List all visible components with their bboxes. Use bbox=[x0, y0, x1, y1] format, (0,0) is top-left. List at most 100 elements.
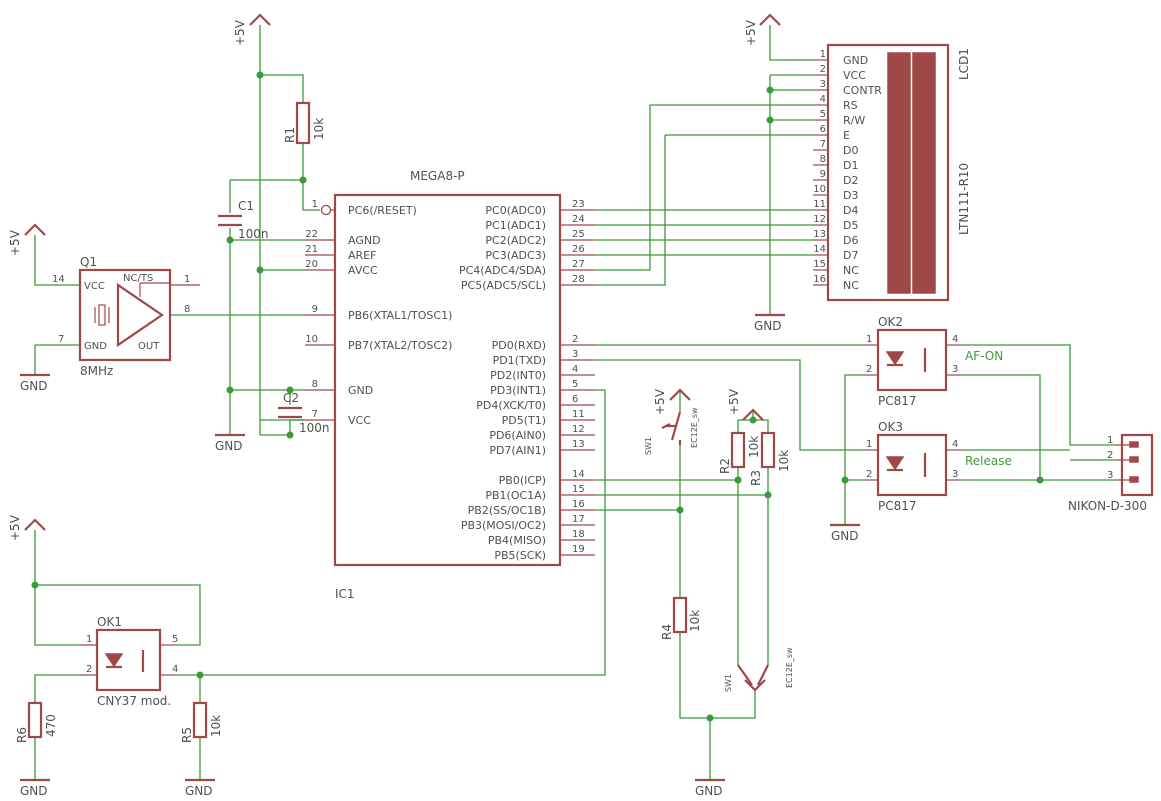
ic1-right-pins: 23PC0(ADC0)24PC1(ADC1)25PC2(ADC2)26PC3(A… bbox=[459, 199, 595, 562]
lcd-pin-name: VCC bbox=[843, 69, 866, 82]
ic1-pin-name: VCC bbox=[348, 414, 371, 427]
ic1-pin-number: 13 bbox=[572, 439, 585, 450]
q1-pin-vcc: VCC bbox=[84, 281, 105, 292]
nikon-connector: 1 2 3 NIKON-D-300 bbox=[1068, 433, 1154, 513]
lcd-pin-name: D6 bbox=[843, 234, 858, 247]
ok3-value: PC817 bbox=[878, 499, 917, 513]
gnd-label: GND bbox=[695, 784, 723, 798]
ic1-pin-number: 20 bbox=[305, 259, 318, 270]
ok3-pin: 3 bbox=[952, 469, 958, 480]
gnd-label: GND bbox=[20, 784, 48, 798]
r1-value: 10k bbox=[312, 118, 326, 140]
lcd-segment-bar bbox=[912, 52, 936, 294]
lcd-pin-name: E bbox=[843, 129, 850, 142]
ok2-pin: 1 bbox=[866, 334, 872, 345]
ok2-value: PC817 bbox=[878, 394, 917, 408]
ic1-pin-name: AGND bbox=[348, 234, 381, 247]
ic1-pin-number: 3 bbox=[572, 349, 578, 360]
lcd-pin-number: 2 bbox=[820, 64, 826, 75]
sw-b-name: SW1 bbox=[724, 674, 733, 692]
r2-name: R2 bbox=[718, 458, 732, 474]
lcd-pin-number: 16 bbox=[813, 274, 826, 285]
q1-pin-num: 14 bbox=[52, 274, 65, 285]
ic1-pin-name: PB1(OC1A) bbox=[485, 489, 546, 502]
ok2-pin: 3 bbox=[952, 364, 958, 375]
q1-value: 8MHz bbox=[80, 364, 113, 378]
ic1-pin-number: 5 bbox=[572, 379, 578, 390]
q1-pin-out: OUT bbox=[138, 341, 160, 352]
ic1-pin-name: PD7(AIN1) bbox=[489, 444, 546, 457]
c2-value: 100n bbox=[299, 421, 330, 435]
ic1-pin-number: 4 bbox=[572, 364, 578, 375]
ic1-pin-name: PB5(SCK) bbox=[494, 549, 546, 562]
plus5v-label: +5V bbox=[233, 19, 247, 46]
r5-name: R5 bbox=[180, 727, 194, 743]
ic1-pin-number: 2 bbox=[572, 334, 578, 345]
q1-pin-num: 8 bbox=[184, 304, 190, 315]
plus5v-label: +5V bbox=[8, 514, 22, 541]
lcd-pin-name: D0 bbox=[843, 144, 858, 157]
ic1-pin-name: PB0(ICP) bbox=[499, 474, 546, 487]
lcd-pin-number: 12 bbox=[813, 214, 826, 225]
ic1-pin-name: PB3(MOSI/OC2) bbox=[461, 519, 546, 532]
ok3-optocoupler: 1 2 4 3 OK3 PC817 Release bbox=[863, 420, 1012, 513]
r2-body bbox=[730, 431, 746, 469]
r3-name: R3 bbox=[749, 470, 763, 486]
resistors: R1 10k R2 10k R3 10k R4 10k R5 10k R6 47… bbox=[15, 101, 791, 743]
q1-pin-gnd: GND bbox=[84, 341, 107, 352]
ic1-pin-name: AVCC bbox=[348, 264, 378, 277]
nikon-pin: 3 bbox=[1107, 470, 1113, 481]
ic1-pin-name: PC0(ADC0) bbox=[485, 204, 546, 217]
r5-value: 10k bbox=[209, 715, 223, 737]
junctions bbox=[31, 71, 1044, 722]
ok3-name: OK3 bbox=[878, 420, 903, 434]
ok2-optocoupler: 1 2 4 3 OK2 PC817 AF-ON bbox=[863, 315, 1003, 408]
r4-name: R4 bbox=[660, 624, 674, 640]
ic1-pin-name: PD1(TXD) bbox=[493, 354, 546, 367]
c1-name: C1 bbox=[238, 199, 254, 213]
ic1-pin-number: 12 bbox=[572, 424, 585, 435]
ic1-pin-number: 17 bbox=[572, 514, 585, 525]
gnd-label: GND bbox=[754, 319, 782, 333]
ok1-name: OK1 bbox=[97, 615, 122, 629]
ic1-pin-name: PD2(INT0) bbox=[490, 369, 546, 382]
lcd-pin-name: D5 bbox=[843, 219, 858, 232]
lcd-pin-name: D4 bbox=[843, 204, 858, 217]
ic1-pin-number: 1 bbox=[312, 199, 318, 210]
gnd-label: GND bbox=[185, 784, 213, 798]
ic1-pin-number: 27 bbox=[572, 259, 585, 270]
ic1-pin-number: 9 bbox=[312, 304, 318, 315]
ic1-pin-name: PB4(MISO) bbox=[488, 534, 546, 547]
ok1-pin: 5 bbox=[172, 634, 178, 645]
ic1-pin-name: PD4(XCK/T0) bbox=[476, 399, 546, 412]
net-af-on: AF-ON bbox=[965, 349, 1003, 363]
ok1-pin: 2 bbox=[86, 664, 92, 675]
ic1-pin-number: 10 bbox=[305, 334, 318, 345]
lcd-segment-bar bbox=[887, 52, 911, 294]
net-release: Release bbox=[965, 454, 1012, 468]
ic1-pin-name: PC6(/RESET) bbox=[348, 204, 417, 217]
q1-pin-num: 7 bbox=[58, 334, 64, 345]
ic1-pin-name: PD3(INT1) bbox=[490, 384, 546, 397]
r4-value: 10k bbox=[688, 610, 702, 632]
sw-b-value: EC12E_sw bbox=[785, 647, 794, 688]
r5-body bbox=[192, 701, 208, 739]
ic1-pin-name: PD6(AIN0) bbox=[489, 429, 546, 442]
q1-pin-ncts: NC/TS bbox=[123, 273, 153, 284]
ok3-pin: 1 bbox=[866, 439, 872, 450]
plus5v-label: +5V bbox=[744, 19, 758, 46]
gnd-label: GND bbox=[215, 439, 243, 453]
ic1-name: IC1 bbox=[335, 587, 355, 601]
lcd-pin-number: 15 bbox=[813, 259, 826, 270]
nikon-pin: 2 bbox=[1107, 450, 1113, 461]
plus5v-label: +5V bbox=[727, 388, 741, 415]
lcd-pin-name: D1 bbox=[843, 159, 858, 172]
ok1-optocoupler: 1 2 5 4 OK1 CNY37 mod. bbox=[80, 615, 178, 708]
ic1-pin-number: 15 bbox=[572, 484, 585, 495]
ic1-pin-number: 16 bbox=[572, 499, 585, 510]
r4-body bbox=[672, 596, 688, 634]
ic1-pin-number: 25 bbox=[572, 229, 585, 240]
